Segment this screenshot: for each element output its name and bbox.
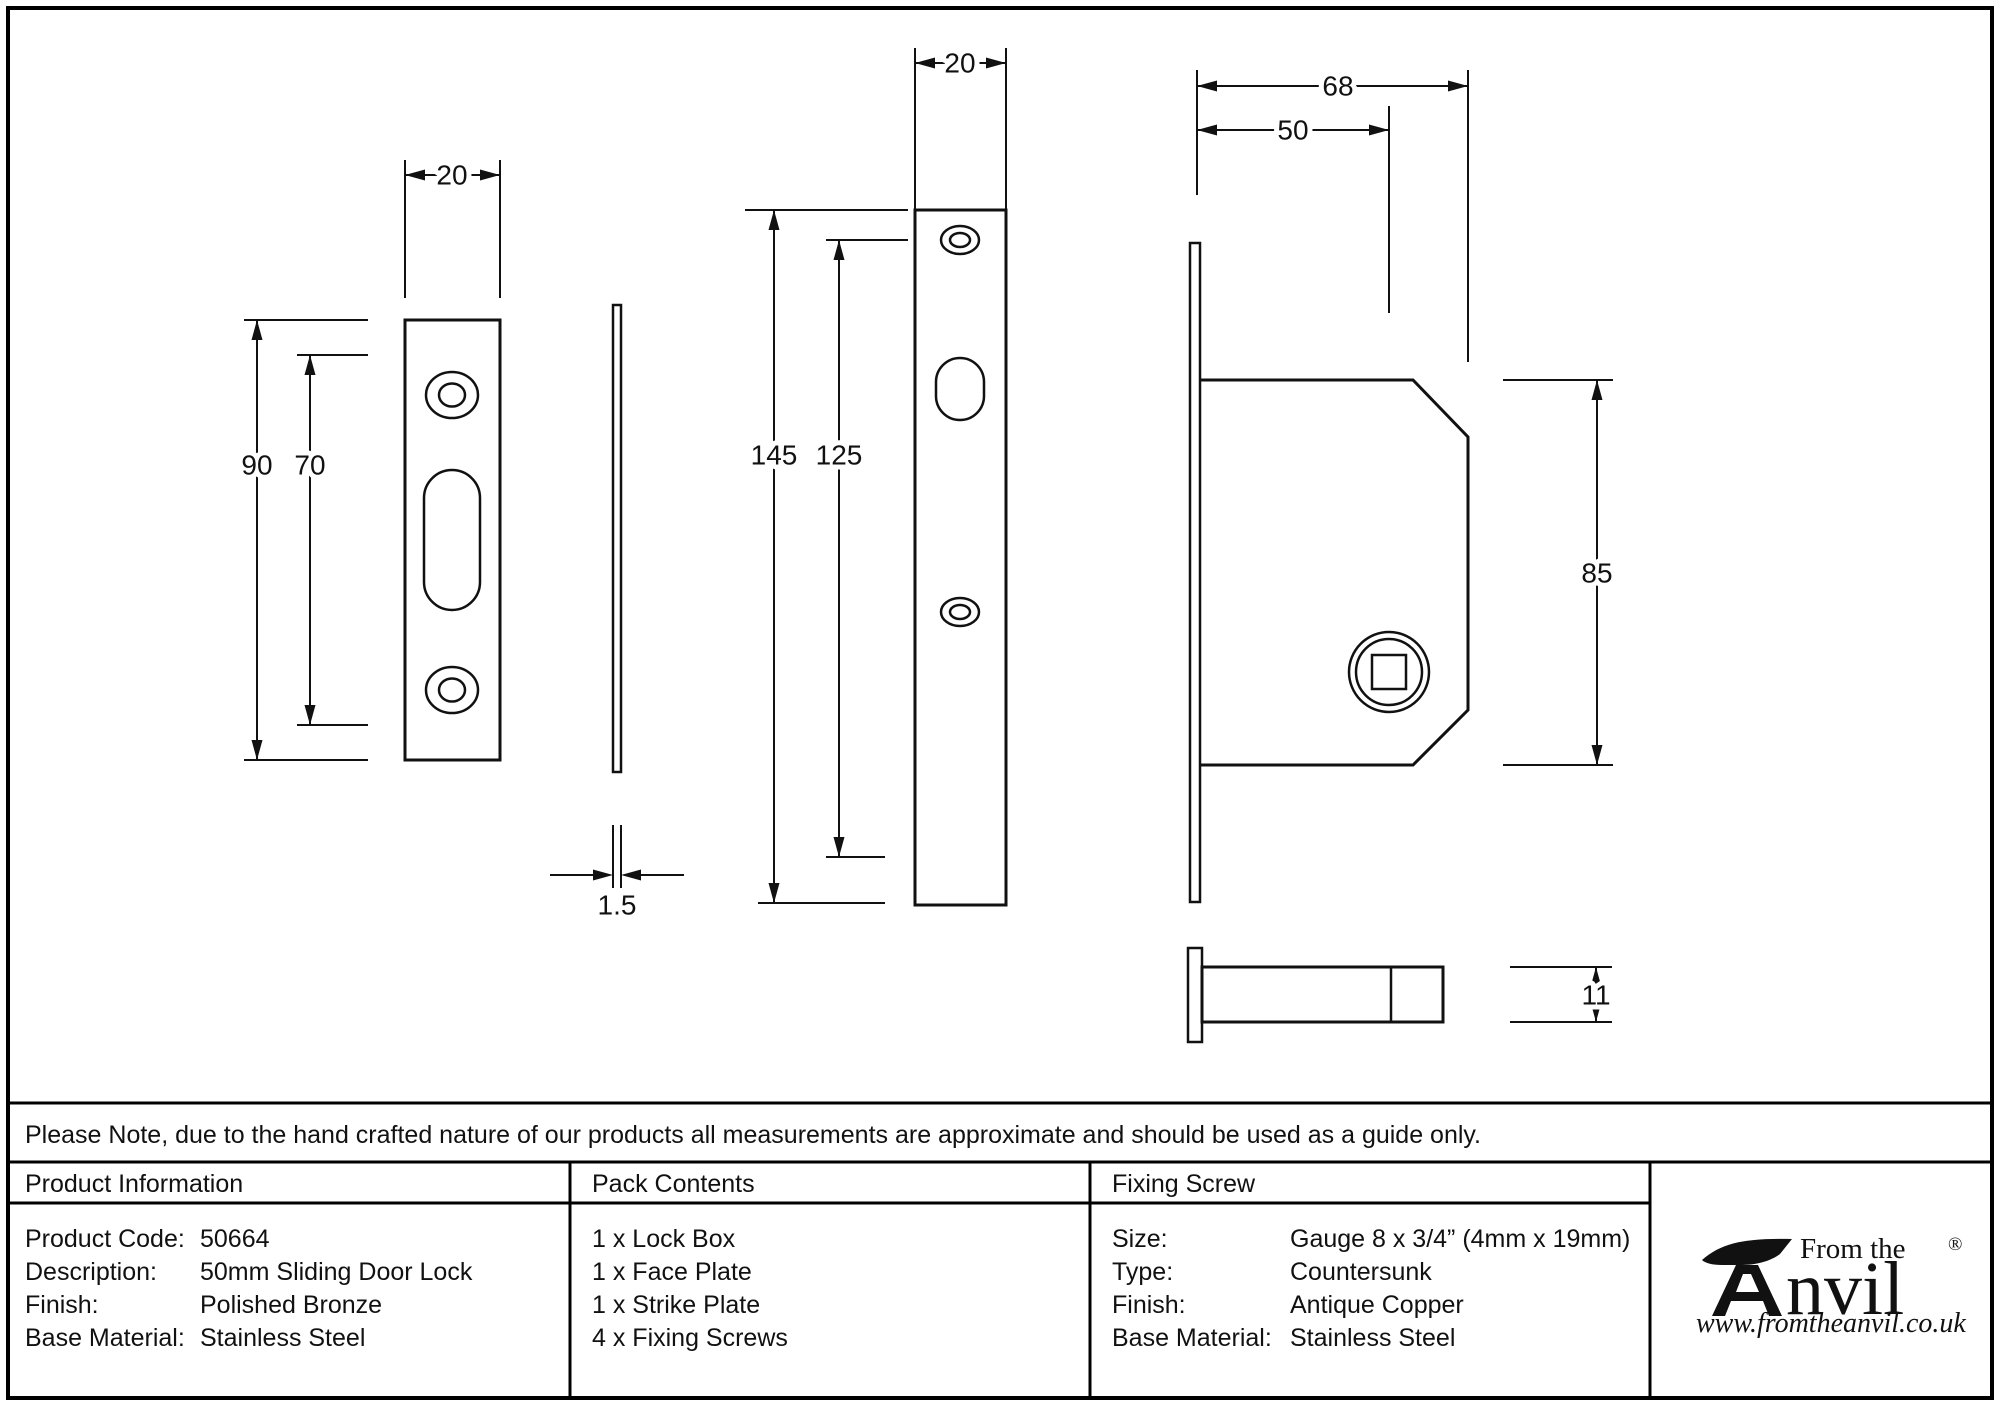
row-label: Finish: [1112, 1291, 1186, 1319]
pack-contents-section: Pack Contents 1 x Lock Box 1 x Face Plat… [592, 1170, 788, 1352]
row-value: 50664 [200, 1225, 270, 1253]
fixing-screw-header: Fixing Screw [1112, 1170, 1256, 1198]
fixing-screw-section: Fixing Screw Size: Gauge 8 x 3/4” (4mm x… [1112, 1170, 1630, 1352]
measurement-note: Please Note, due to the hand crafted nat… [25, 1121, 1481, 1149]
registered-trademark-symbol: ® [1948, 1234, 1962, 1255]
face-plate-height-label: 145 [751, 440, 798, 471]
strike-plate-side-view [611, 303, 623, 774]
row-label: Finish: [25, 1291, 99, 1319]
row-value: Antique Copper [1290, 1291, 1464, 1319]
pack-item: 1 x Face Plate [592, 1258, 752, 1286]
sheet-border [6, 6, 1994, 1400]
logo-prefix-text: From the [1800, 1233, 1906, 1265]
row-value: Stainless Steel [1290, 1324, 1455, 1352]
logo-wordmark-text: nvil [1786, 1247, 1904, 1331]
pack-item: 1 x Lock Box [592, 1225, 736, 1253]
row-label: Base Material: [25, 1324, 185, 1352]
strike-plate-width-label: 20 [436, 160, 467, 191]
row-value: Gauge 8 x 3/4” (4mm x 19mm) [1290, 1225, 1630, 1253]
dim-lock-case-width: 68 [1196, 66, 1469, 362]
dim-lock-case-depth: 11 [1510, 966, 1616, 1023]
row-value: Stainless Steel [200, 1324, 365, 1352]
dim-strike-plate-height: 90 [236, 319, 368, 761]
lock-case-width-label: 68 [1322, 71, 1353, 102]
strike-plate-front-view [403, 318, 502, 762]
brand-website: www.fromtheanvil.co.uk [1696, 1308, 1966, 1339]
table-grid [8, 1162, 1652, 1396]
dim-face-plate-width: 20 [914, 43, 1007, 345]
dim-lock-case-height: 85 [1503, 379, 1618, 766]
dim-lock-backset: 50 [1197, 106, 1390, 313]
row-label: Product Code: [25, 1225, 185, 1253]
face-plate-width-label: 20 [944, 48, 975, 79]
strike-plate-thickness-label: 1.5 [598, 890, 637, 921]
dim-strike-plate-centres: 70 [289, 354, 368, 726]
product-information-header: Product Information [25, 1170, 243, 1198]
strike-plate-height-label: 90 [241, 450, 272, 481]
brand-logo: From the nvil ® www.fromtheanvil.co.uk [1696, 1233, 1966, 1339]
face-plate-front-view [913, 208, 1008, 907]
strike-plate-centres-label: 70 [294, 450, 325, 481]
dim-face-plate-height: 145 [745, 209, 908, 904]
note-row: Please Note, due to the hand crafted nat… [8, 1101, 1992, 1164]
lock-backset-label: 50 [1277, 115, 1308, 146]
lock-case-height-label: 85 [1581, 558, 1612, 589]
row-value: 50mm Sliding Door Lock [200, 1258, 473, 1286]
lock-box-side-view [1186, 946, 1445, 1044]
pack-contents-header: Pack Contents [592, 1170, 755, 1198]
row-value: Polished Bronze [200, 1291, 382, 1319]
row-value: Countersunk [1290, 1258, 1432, 1286]
dim-strike-plate-thickness: 1.5 [550, 825, 684, 926]
dim-face-plate-centres: 125 [811, 239, 908, 858]
face-plate-centres-label: 125 [816, 440, 863, 471]
lock-case-depth-label: 11 [1581, 980, 1610, 1011]
anvil-icon [1702, 1238, 1792, 1316]
pack-item: 1 x Strike Plate [592, 1291, 760, 1319]
row-label: Description: [25, 1258, 157, 1286]
product-information-section: Product Information Product Code: 50664 … [25, 1170, 473, 1352]
row-label: Type: [1112, 1258, 1173, 1286]
row-label: Base Material: [1112, 1324, 1272, 1352]
pack-item: 4 x Fixing Screws [592, 1324, 788, 1352]
dim-strike-plate-width: 20 [404, 155, 501, 298]
lock-box-front-view [1188, 241, 1470, 904]
row-label: Size: [1112, 1225, 1168, 1253]
